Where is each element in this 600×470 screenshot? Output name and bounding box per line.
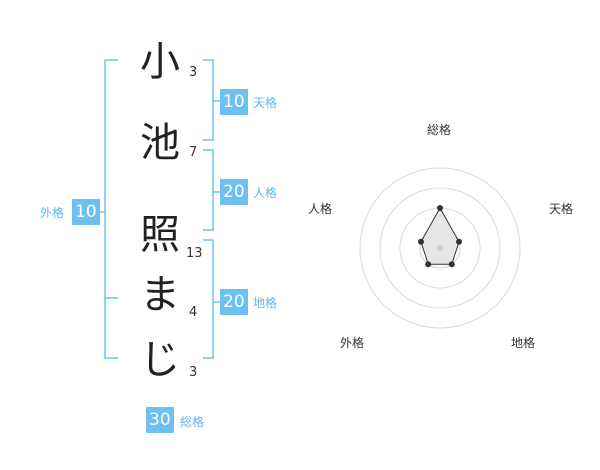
tenkaku-label: 天格 xyxy=(253,96,278,110)
radar-axis-label-tenkaku: 天格 xyxy=(549,202,574,216)
chikaku-value: 20 xyxy=(220,289,248,315)
radar-axis-label-soukaku: 総格 xyxy=(427,123,452,137)
soukaku-value: 30 xyxy=(146,407,174,433)
jinkaku-value: 20 xyxy=(220,179,248,205)
stroke-count-4: 4 xyxy=(189,305,198,320)
stroke-count-3: 13 xyxy=(186,246,203,261)
jinkaku-label: 人格 xyxy=(253,186,278,200)
name-char-4: ま xyxy=(140,272,180,318)
tenkaku-value: 10 xyxy=(220,89,248,115)
radar-ring-4 xyxy=(359,167,521,329)
name-char-2: 池 xyxy=(140,120,180,166)
chikaku-bracket xyxy=(203,239,214,359)
radar-point-4 xyxy=(425,261,432,268)
tenkaku-bracket xyxy=(203,59,214,141)
radar-axis-label-gaikaku: 外格 xyxy=(340,336,365,350)
jinkaku-bracket xyxy=(203,149,214,231)
radar-axis-label-jinkaku: 人格 xyxy=(308,202,333,216)
name-char-5: じ xyxy=(140,337,180,383)
gaikaku-bracket xyxy=(104,59,118,359)
soukaku-label: 総格 xyxy=(180,415,205,429)
radar-point-2 xyxy=(456,238,462,245)
stroke-count-5: 3 xyxy=(189,365,198,380)
chikaku-label: 地格 xyxy=(253,296,278,310)
radar-axis-label-chikaku: 地格 xyxy=(511,336,536,350)
name-char-3: 照 xyxy=(140,212,180,258)
radar-point-5 xyxy=(418,238,424,245)
stroke-count-2: 7 xyxy=(189,145,198,160)
gaikaku-value: 10 xyxy=(72,199,100,225)
radar-series-polygon xyxy=(420,206,460,265)
radar-center-dot xyxy=(436,244,444,252)
stroke-count-1: 3 xyxy=(189,65,198,80)
radar-point-3 xyxy=(448,261,455,268)
radar-point-1 xyxy=(437,205,443,211)
radar-ring-3 xyxy=(379,187,501,309)
gaikaku-label: 外格 xyxy=(40,206,65,220)
name-char-1: 小 xyxy=(140,39,180,85)
